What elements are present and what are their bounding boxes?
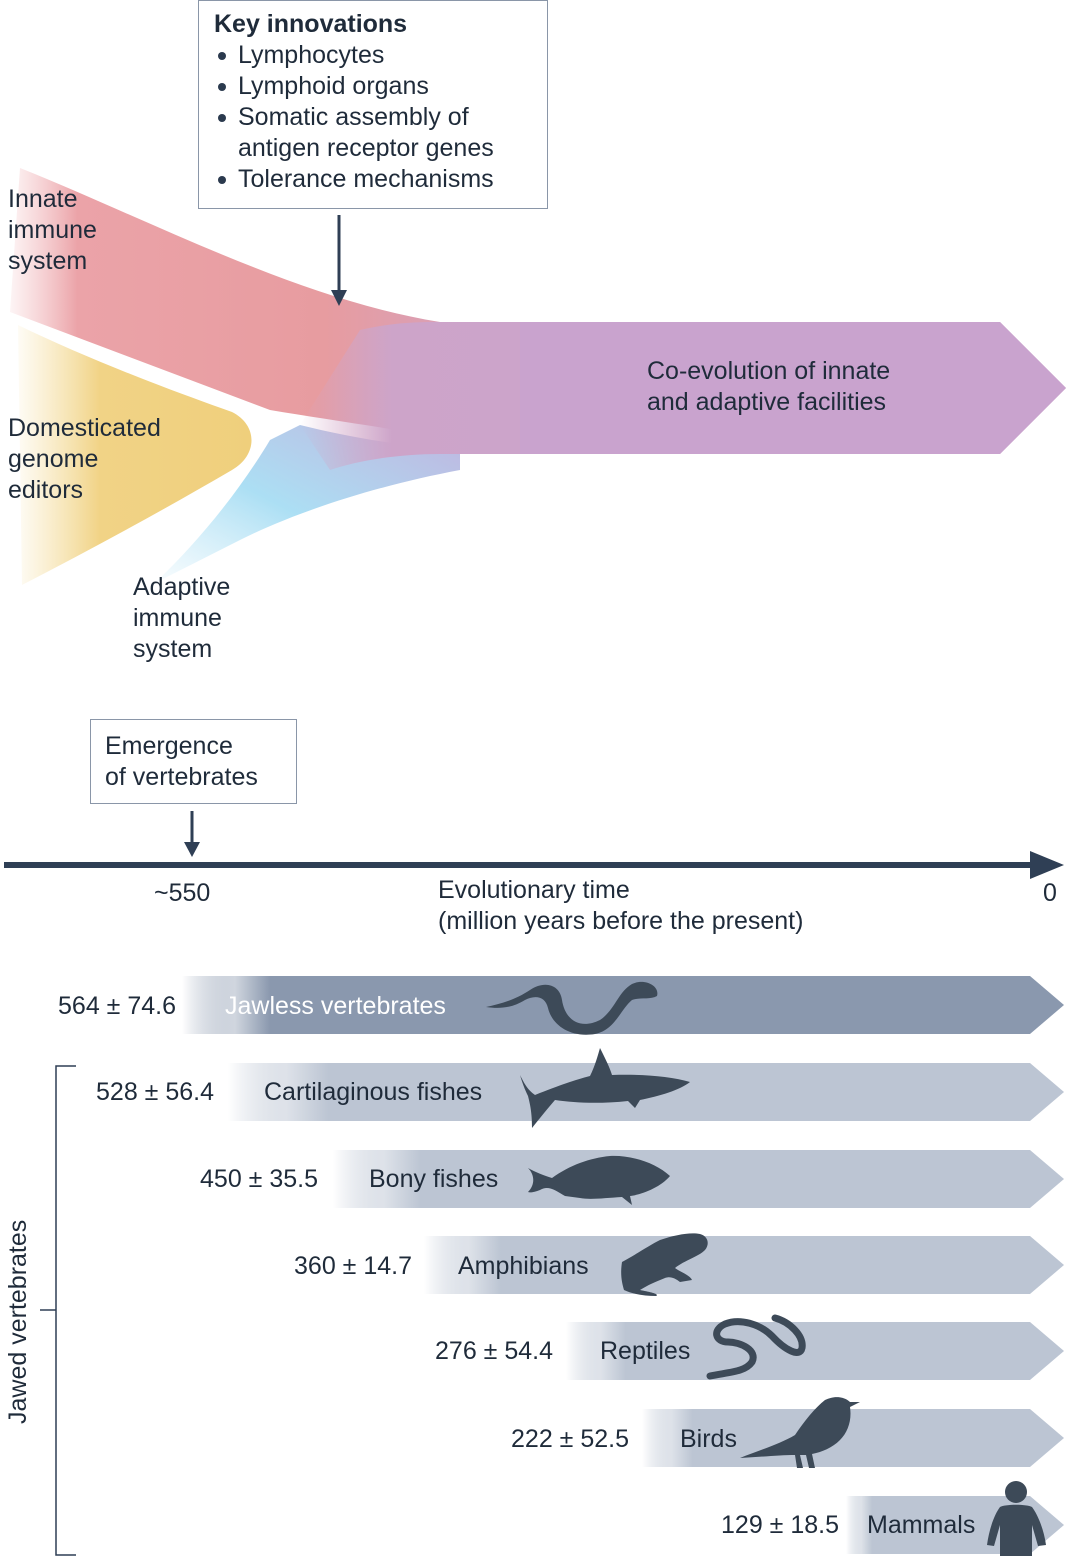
bullet-icon: [218, 83, 226, 91]
innovation-item: Lymphoid organs: [214, 71, 547, 102]
key-innovations-title: Key innovations: [214, 10, 408, 38]
lineage-name: Mammals: [867, 1511, 976, 1539]
lineage-name: Cartilaginous fishes: [264, 1078, 483, 1106]
innovation-arrow: [331, 215, 347, 306]
fish-icon: [528, 1155, 670, 1205]
jawed-bracket: [40, 1065, 76, 1556]
time-axis: [4, 851, 1064, 879]
lamprey-icon: [486, 981, 658, 1035]
bullet-icon: [218, 176, 226, 184]
innovation-item: Tolerance mechanisms: [214, 164, 547, 195]
human-icon: [987, 1481, 1046, 1556]
snake-icon: [706, 1314, 806, 1380]
frog-icon: [621, 1233, 708, 1296]
lineage-name: Jawless vertebrates: [225, 992, 446, 1020]
lineage-date: 276 ± 54.4: [435, 1337, 553, 1365]
lineage-name: Bony fishes: [369, 1165, 499, 1193]
bar-amphibians: [424, 1236, 1064, 1294]
innovation-item: Lymphocytes: [214, 40, 547, 71]
bar-reptiles: [566, 1322, 1064, 1380]
evolution-streams: [10, 168, 1066, 585]
lineage-date: 528 ± 56.4: [96, 1078, 214, 1106]
lineage-name: Amphibians: [458, 1252, 589, 1280]
lineage-date: 450 ± 35.5: [200, 1165, 318, 1193]
axis-start-label: ~550: [154, 879, 211, 907]
bird-icon: [740, 1397, 860, 1468]
key-innovations-box: Key innovations Lymphocytes Lymphoid org…: [198, 0, 548, 209]
lineage-name: Birds: [680, 1425, 737, 1453]
axis-title: Evolutionary time(million years before t…: [438, 876, 804, 935]
adaptive-stream: [155, 425, 460, 583]
lineage-date: 360 ± 14.7: [294, 1252, 412, 1280]
bullet-icon: [218, 52, 226, 60]
shark-icon: [520, 1048, 690, 1128]
coevolution-head: [520, 322, 1066, 454]
lineage-date: 564 ± 74.6: [58, 992, 176, 1020]
bullet-icon: [218, 114, 226, 122]
jawed-vertebrates-label: Jawed vertebrates: [4, 1219, 32, 1424]
axis-end-label: 0: [1043, 879, 1057, 907]
lineage-date: 222 ± 52.5: [511, 1425, 629, 1453]
bar-bony: [333, 1150, 1064, 1208]
lineage-name: Reptiles: [600, 1337, 691, 1365]
emergence-arrow: [184, 811, 200, 857]
bar-birds: [642, 1409, 1064, 1467]
lineage-date: 129 ± 18.5: [721, 1511, 839, 1539]
genome-editor-stream: [18, 325, 252, 585]
